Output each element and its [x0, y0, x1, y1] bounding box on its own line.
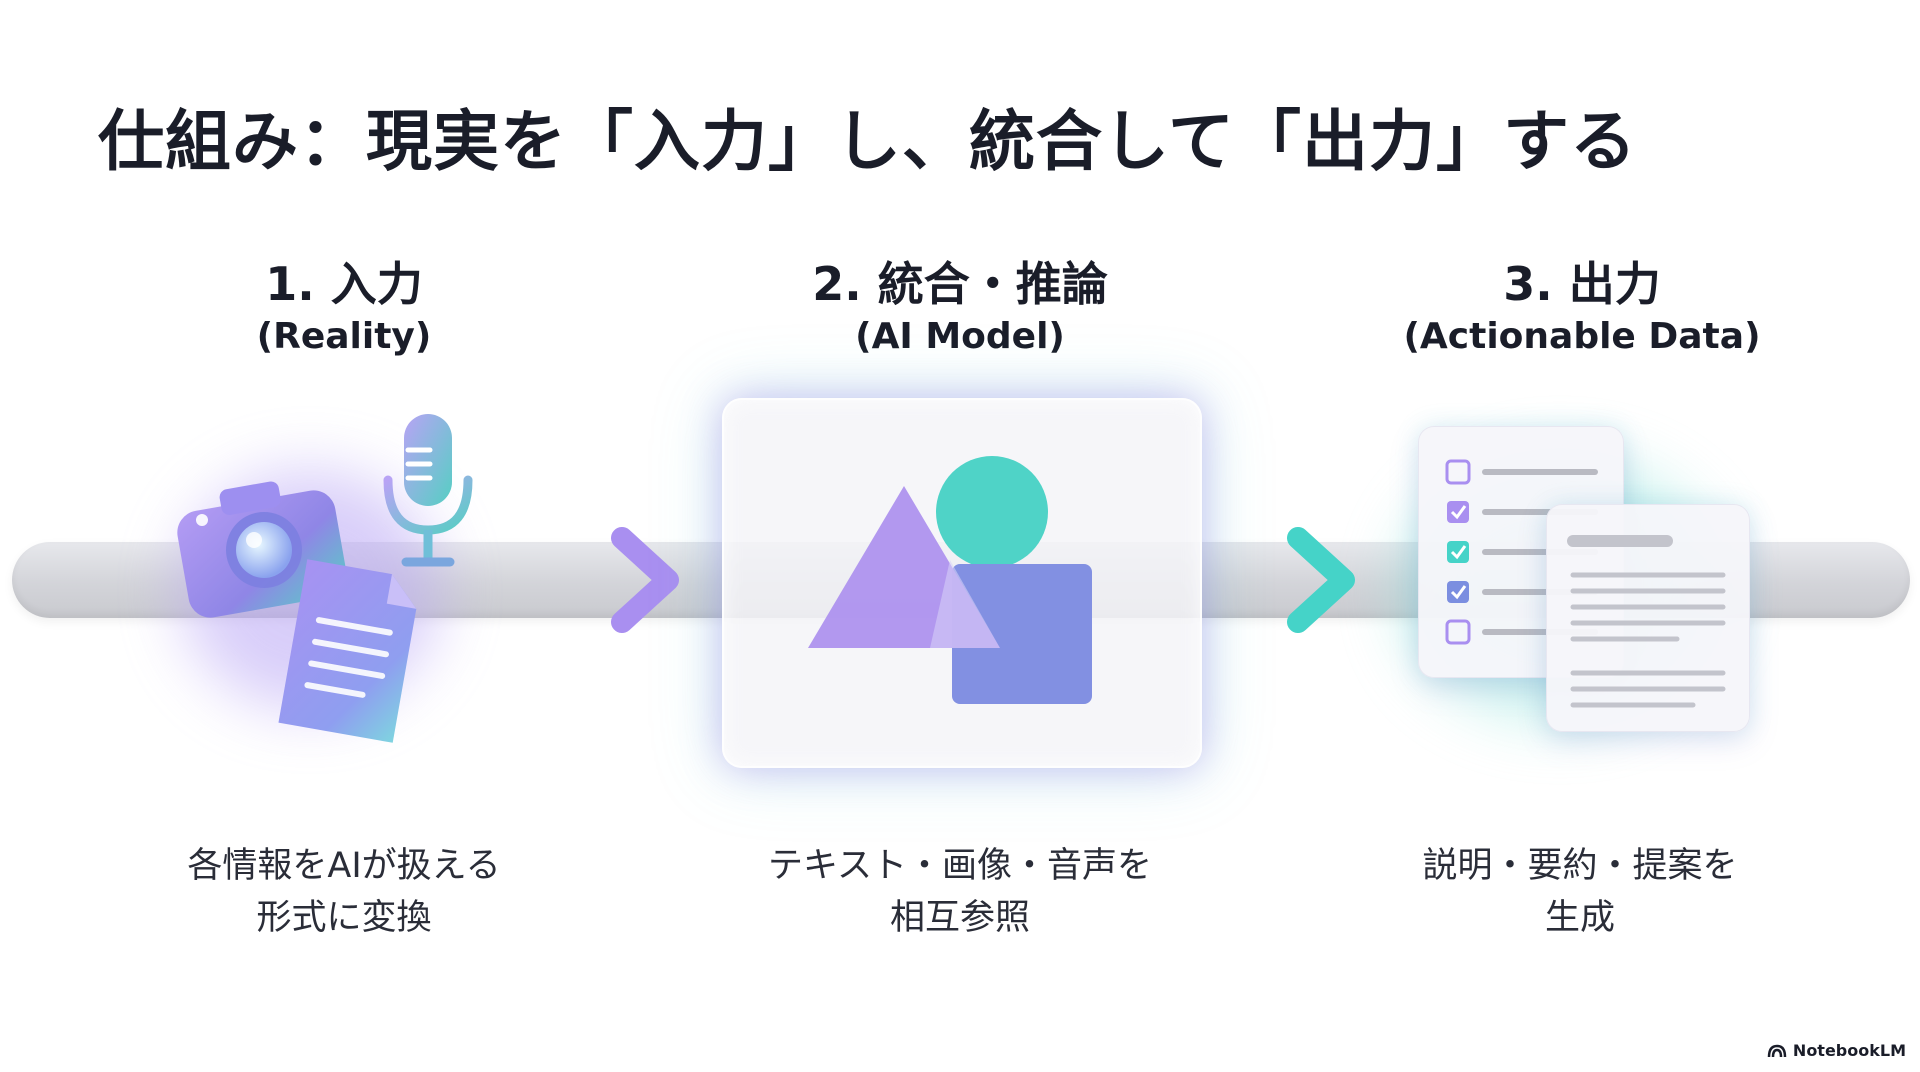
text-document-icon: [1546, 504, 1750, 732]
stage-2-heading: 2. 統合・推論 (AI Model): [700, 256, 1220, 360]
stage-2-number-label: 2. 統合・推論: [812, 257, 1108, 311]
circle-shape: [936, 456, 1048, 568]
stage-3-description-line-1: 説明・要約・提案を: [1422, 846, 1738, 886]
notebooklm-logo-icon: [1767, 1044, 1787, 1057]
stage-1-description-line-1: 各情報をAIが扱える: [187, 846, 501, 886]
stage-2-sub-label: (AI Model): [855, 316, 1065, 357]
stage-3-description-line-2: 生成: [1544, 898, 1615, 938]
brand-name: NotebookLM: [1792, 1041, 1906, 1060]
stage-2-description-line-1: テキスト・画像・音声を: [768, 846, 1152, 886]
stage-1-description-line-2: 形式に変換: [256, 898, 432, 938]
brand-badge: NotebookLM: [1767, 1041, 1906, 1060]
document-icon: [278, 559, 417, 743]
stage-1-number-label: 1. 入力: [265, 257, 423, 311]
arrow-right-icon: [556, 527, 679, 633]
stage-2-description-line-2: 相互参照: [889, 898, 1030, 938]
stage-3-heading: 3. 出力 (Actionable Data): [1322, 256, 1842, 360]
page-title: 仕組み：現実を「入力」し、統合して「出力」する: [98, 103, 1638, 180]
microphone-icon: [383, 414, 473, 567]
model-shapes: [808, 456, 1092, 704]
camera-icon: [177, 481, 347, 618]
stage-1-sub-label: (Reality): [256, 316, 432, 357]
stage-1-description: 各情報をAIが扱える 形式に変換: [64, 840, 624, 944]
stage-2-description: テキスト・画像・音声を 相互参照: [680, 840, 1240, 944]
stage-3-description: 説明・要約・提案を 生成: [1300, 840, 1860, 944]
square-shape: [952, 564, 1092, 704]
stage-3-sub-label: (Actionable Data): [1403, 316, 1761, 357]
stage-3-number-label: 3. 出力: [1503, 257, 1661, 311]
arrow-right-icon: [1232, 527, 1355, 633]
stage-1-heading: 1. 入力 (Reality): [84, 256, 604, 360]
